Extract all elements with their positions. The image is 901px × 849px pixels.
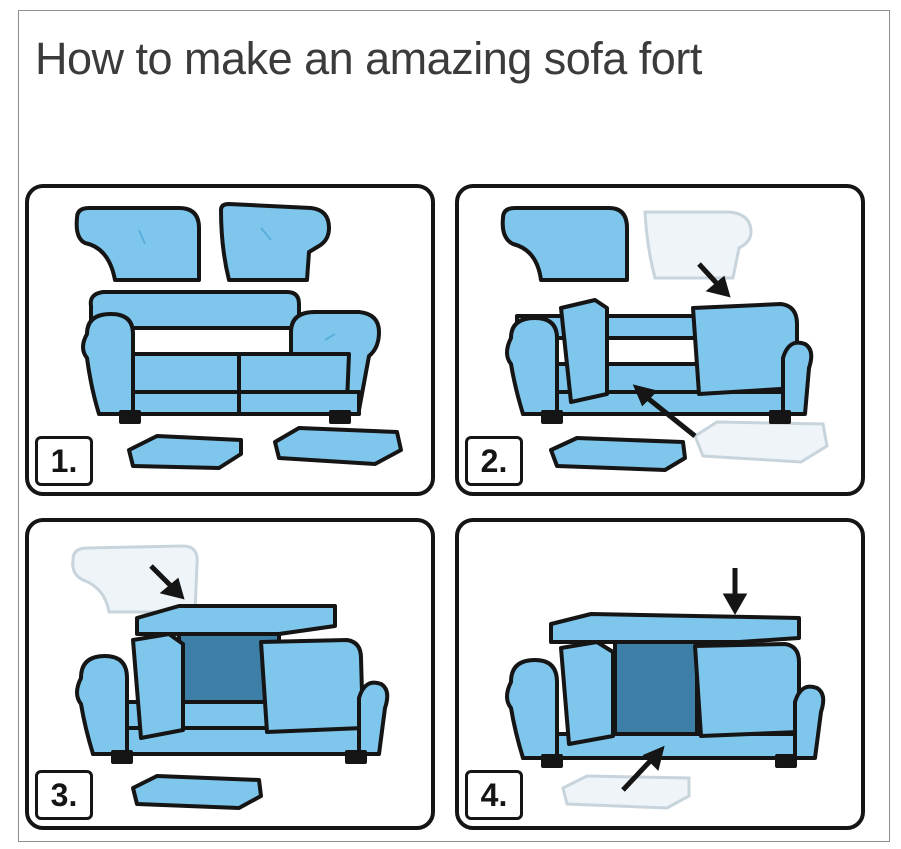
meme-frame: How to make an amazing sofa fort (18, 10, 890, 842)
sofa-base (519, 732, 807, 760)
step-1-illustration (74, 202, 403, 470)
ghost-back-cushion (71, 544, 199, 614)
sofa-arm-left (505, 658, 559, 760)
back-cushion-left (74, 206, 201, 282)
step-panel-3: 3. (25, 518, 435, 830)
standing-cushion-left (559, 640, 615, 746)
step-number-3: 3. (35, 770, 93, 820)
ghost-seat-cushion (561, 774, 691, 810)
move-arrows (149, 564, 185, 600)
step-number-4: 4. (465, 770, 523, 820)
arrow-down-right-icon (159, 577, 185, 600)
sofa-back (88, 290, 301, 330)
roof-cushion (549, 612, 801, 644)
seat-cushion-right (273, 426, 403, 466)
fort-interior (613, 640, 699, 738)
arrow-up-left-icon (632, 384, 658, 407)
arrow-up-right-icon (642, 745, 665, 771)
sofa-arm-left (75, 654, 129, 756)
arrow-down-right-icon (705, 275, 731, 298)
sofa-arm-right (793, 684, 826, 760)
sofa-arm-left (81, 312, 135, 416)
sofa-arm-right (781, 340, 814, 416)
step-2-illustration (500, 206, 829, 472)
page-title: How to make an amazing sofa fort (35, 33, 702, 84)
step-panel-4: 4. (455, 518, 865, 830)
seat-cushion-left (549, 436, 687, 472)
standing-cushion-right (693, 642, 801, 738)
sofa-base (89, 726, 377, 756)
sofa-arm-right (357, 680, 390, 756)
seat-cushion-left (127, 434, 243, 470)
step-panel-2: 2. (455, 184, 865, 496)
seat-cushion-left (131, 774, 263, 810)
move-arrows (632, 262, 731, 438)
standing-cushion-left (559, 298, 609, 404)
sofa-arm-left (505, 316, 559, 416)
standing-cushion-left (131, 632, 185, 740)
ghost-seat-cushion (693, 420, 829, 464)
move-arrows (621, 568, 748, 792)
step-panel-1: 1. (25, 184, 435, 496)
step-4-illustration (505, 568, 826, 810)
arrow-down-icon (722, 593, 748, 616)
step-number-1: 1. (35, 436, 93, 486)
roof-cushion (135, 604, 337, 636)
back-cushion-left (500, 206, 629, 282)
ghost-back-cushion (643, 210, 753, 280)
standing-cushion-right (259, 638, 365, 734)
step-3-illustration (71, 544, 390, 810)
back-cushion-right (219, 202, 331, 282)
step-number-2: 2. (465, 436, 523, 486)
